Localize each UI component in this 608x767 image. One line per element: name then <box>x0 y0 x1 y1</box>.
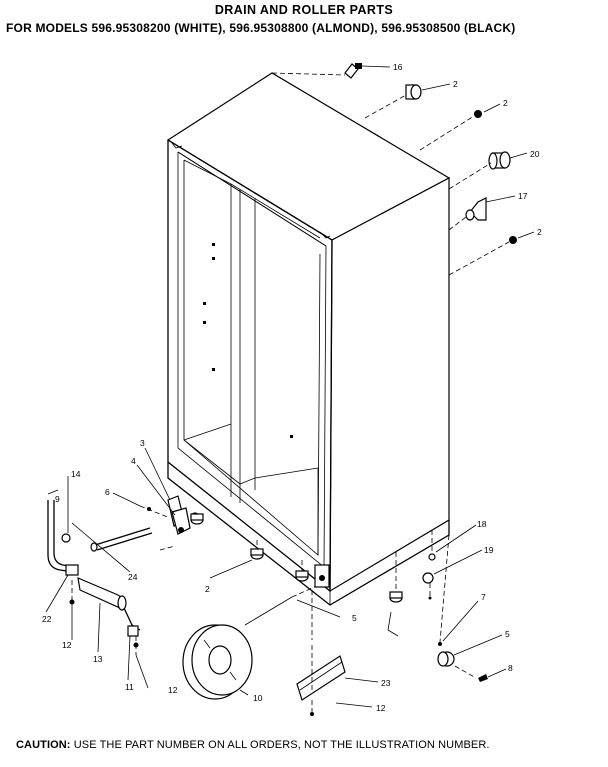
rear-roller-19[interactable] <box>422 549 483 600</box>
drain-tube-24[interactable] <box>71 522 176 573</box>
roller-5-right[interactable] <box>437 634 503 667</box>
hinge-bracket-17[interactable] <box>465 195 516 221</box>
bushing-2-top[interactable] <box>405 83 451 100</box>
callout-16: 16 <box>393 62 403 72</box>
callout-14: 14 <box>71 469 81 479</box>
callout-8: 8 <box>508 663 513 673</box>
drain-hardware <box>45 447 200 689</box>
caution-note: CAUTION: USE THE PART NUMBER ON ALL ORDE… <box>16 739 490 751</box>
screw-12-a[interactable] <box>69 580 75 640</box>
screw-12-c[interactable] <box>310 700 373 716</box>
screw-2-right[interactable] <box>474 103 501 118</box>
leveler-center[interactable] <box>295 560 309 582</box>
screw-8[interactable] <box>454 665 507 682</box>
page-title: DRAIN AND ROLLER PARTS <box>214 3 394 17</box>
callout-9: 9 <box>55 494 60 504</box>
callout-13: 13 <box>93 654 103 664</box>
callout-12-a: 12 <box>62 640 72 650</box>
callout-20: 20 <box>530 149 540 159</box>
bracket-11[interactable] <box>123 607 141 681</box>
callout-11: 11 <box>125 682 134 692</box>
callout-6: 6 <box>105 487 110 497</box>
callout-18: 18 <box>477 519 487 529</box>
callout-10: 10 <box>253 693 263 703</box>
callout-19: 19 <box>484 545 494 555</box>
callout-7: 7 <box>481 592 486 602</box>
top-hardware <box>271 63 535 276</box>
callout-2-right: 2 <box>503 98 508 108</box>
callout-24: 24 <box>128 572 138 582</box>
hinge-pin-16[interactable] <box>344 63 391 79</box>
clip-22[interactable] <box>45 564 79 613</box>
leveler-2-low[interactable] <box>209 540 264 579</box>
screw-12-b[interactable] <box>133 636 149 689</box>
callout-3: 3 <box>140 438 145 448</box>
drain-hose-9[interactable] <box>47 489 75 573</box>
leveler-left[interactable] <box>190 513 204 525</box>
callout-22: 22 <box>42 614 52 624</box>
screw-6[interactable] <box>112 492 171 519</box>
callout-5-center: 5 <box>352 613 357 623</box>
callout-2-low: 2 <box>205 584 210 594</box>
rear-nut-18[interactable] <box>428 524 477 561</box>
callout-23: 23 <box>381 678 391 688</box>
callout-12-b: 12 <box>168 685 178 695</box>
screw-2-mid[interactable] <box>509 231 535 244</box>
callout-2-mid: 2 <box>537 227 542 237</box>
grille-23[interactable] <box>296 645 379 701</box>
clamp-14[interactable] <box>61 476 71 543</box>
models-subtitle: FOR MODELS 596.95308200 (WHITE), 596.953… <box>6 21 516 35</box>
front-rollers <box>190 513 507 682</box>
condenser-coil-10[interactable] <box>182 579 331 700</box>
bushing-20[interactable] <box>488 151 528 170</box>
callout-2-top: 2 <box>453 79 458 89</box>
callout-12-c: 12 <box>376 703 386 713</box>
callout-5-right: 5 <box>505 629 510 639</box>
callout-4: 4 <box>131 456 136 466</box>
caution-text: USE THE PART NUMBER ON ALL ORDERS, NOT T… <box>73 739 490 751</box>
front-roller-bracket[interactable] <box>314 564 330 588</box>
screw-7[interactable] <box>438 600 479 646</box>
refrigerator-cabinet <box>166 72 451 606</box>
caution-label: CAUTION: <box>16 739 71 751</box>
drain-pan-13[interactable] <box>77 577 127 653</box>
callout-17: 17 <box>518 191 528 201</box>
rear-leveler[interactable] <box>387 552 403 637</box>
callout-labels: 16 2 2 20 17 2 3 4 6 14 9 24 22 12 13 11… <box>42 62 542 713</box>
